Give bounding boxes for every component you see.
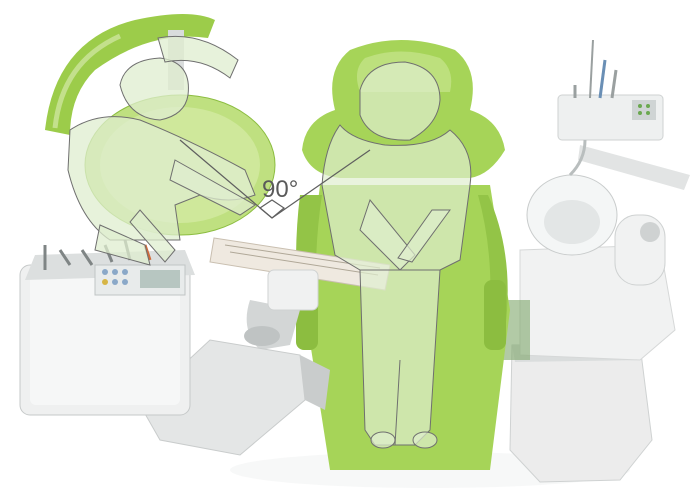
spittoon-unit [510, 40, 690, 482]
angle-label: 90° [262, 176, 298, 204]
